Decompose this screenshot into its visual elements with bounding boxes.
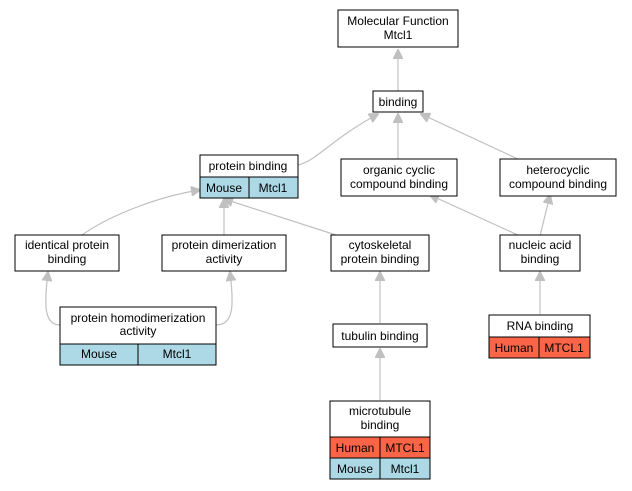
node-label-line2: binding [521, 252, 560, 266]
node-label-line1: identical protein [25, 238, 109, 252]
edge-identical-protein-to-protein-binding [81, 190, 200, 236]
node-label-line2: Mtcl1 [384, 28, 413, 42]
gene-label: Mtcl1 [259, 181, 288, 195]
node-binding[interactable]: binding [372, 90, 424, 113]
edge-heterocyclic-to-binding [421, 114, 521, 161]
species-label: Human [495, 341, 534, 355]
node-label-line1: protein homodimerization [71, 311, 206, 325]
node-label-line1: organic cyclic [363, 163, 435, 177]
node-label-line1: binding [379, 95, 418, 109]
node-label-line1: protein binding [209, 159, 288, 173]
gene-label: Mtcl1 [163, 347, 192, 361]
node-label-line1: RNA binding [507, 319, 574, 333]
node-label-line2: binding [361, 418, 400, 432]
node-rna-binding[interactable]: RNA binding Human MTCL1 [488, 314, 591, 359]
node-heterocyclic-compound-binding[interactable]: heterocyclic compound binding [499, 158, 617, 197]
edge-nucleic-acid-to-organic-cyclic [430, 195, 521, 237]
node-label-line1: Molecular Function [347, 14, 448, 28]
gene-label: MTCL1 [544, 341, 584, 355]
node-tubulin-binding[interactable]: tubulin binding [332, 323, 428, 348]
edge-nucleic-acid-to-heterocyclic [539, 195, 550, 237]
gene-cell-mtcl1 [379, 457, 431, 480]
node-label-line2: binding [48, 252, 87, 266]
node-label-line1: microtubule [349, 404, 411, 418]
node-label-line1: heterocyclic [526, 163, 589, 177]
gene-label: MTCL1 [385, 441, 425, 455]
edge-protein-binding-to-binding [297, 114, 378, 166]
node-cytoskeletal-protein-binding[interactable]: cytoskeletal protein binding [330, 234, 430, 272]
node-label-line2: protein binding [341, 252, 420, 266]
edges [46, 50, 550, 400]
node-label-line2: compound binding [350, 177, 448, 191]
node-label-line2: activity [120, 324, 157, 338]
species-label: Mouse [206, 181, 242, 195]
node-label-line1: protein dimerization [172, 238, 277, 252]
node-label-line1: cytoskeletal [349, 238, 412, 252]
node-label-line1: nucleic acid [509, 238, 572, 252]
node-microtubule-binding[interactable]: microtubule binding Human MTCL1 Mouse Mt… [329, 400, 431, 480]
edge-homodimerization-to-identical-protein [46, 272, 61, 326]
node-identical-protein-binding[interactable]: identical protein binding [14, 234, 120, 272]
gene-cell-mtcl1 [538, 336, 591, 359]
node-protein-binding[interactable]: protein binding Mouse Mtcl1 [199, 154, 299, 199]
node-nucleic-acid-binding[interactable]: nucleic acid binding [499, 234, 581, 272]
species-label: Mouse [81, 347, 117, 361]
node-label-line2: activity [206, 252, 243, 266]
node-label-line2: compound binding [509, 177, 607, 191]
node-protein-homodimerization-activity[interactable]: protein homodimerization activity Mouse … [59, 306, 217, 366]
node-molecular-function[interactable]: Molecular Function Mtcl1 [337, 9, 459, 48]
edge-homodimerization-to-protein-dimerization [215, 272, 232, 326]
gene-label: Mtcl1 [391, 462, 420, 476]
node-label-line1: tubulin binding [341, 329, 418, 343]
species-label: Human [336, 441, 375, 455]
node-protein-dimerization-activity[interactable]: protein dimerization activity [161, 234, 287, 272]
node-organic-cyclic-compound-binding[interactable]: organic cyclic compound binding [340, 158, 458, 197]
species-label: Mouse [337, 462, 373, 476]
edge-cytoskeletal-to-protein-binding [224, 199, 337, 236]
gene-cell-mtcl1 [248, 176, 299, 199]
gene-cell-mtcl1 [137, 343, 217, 366]
